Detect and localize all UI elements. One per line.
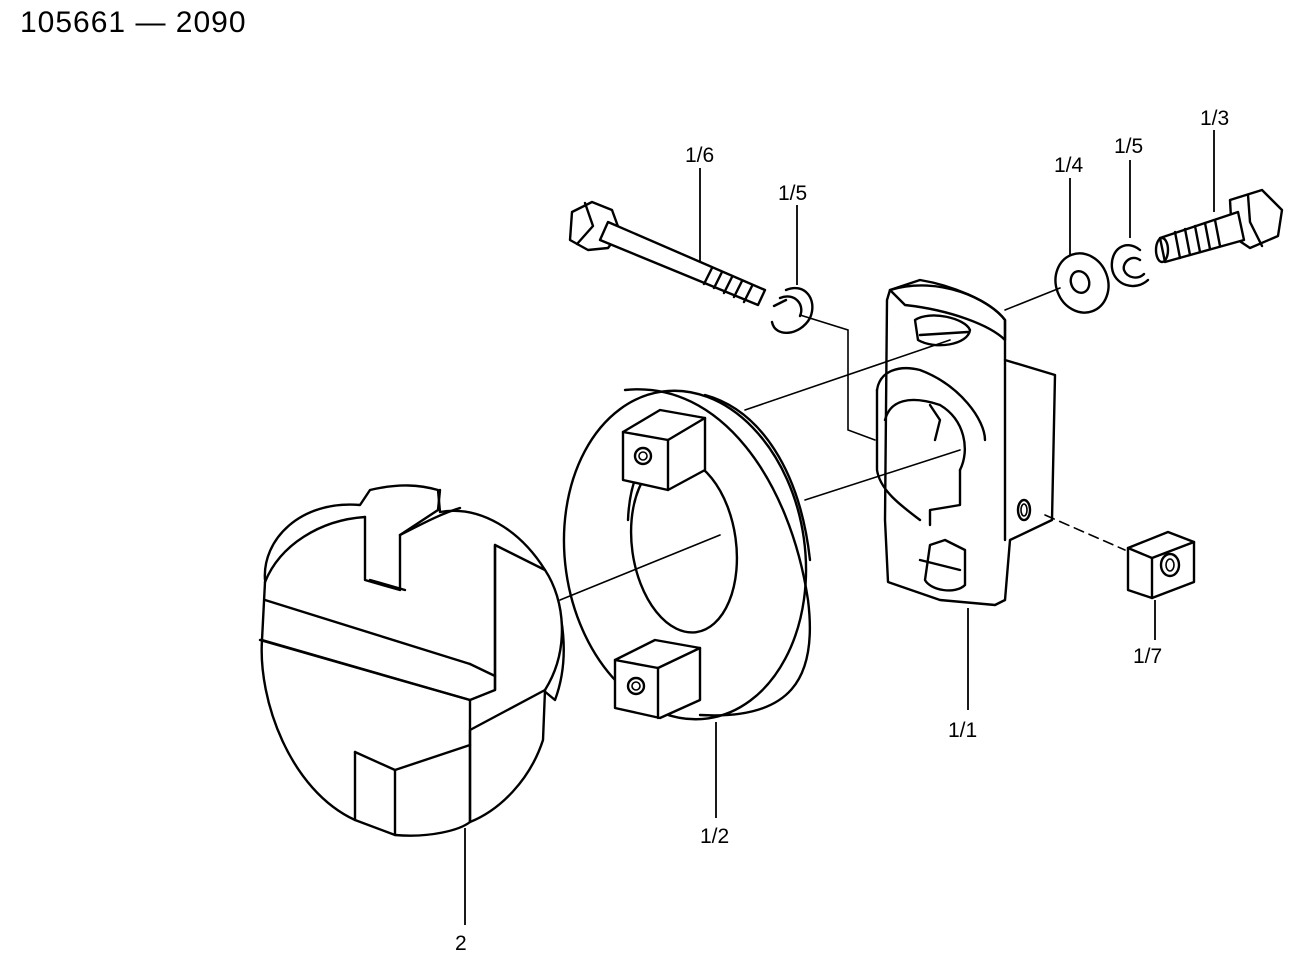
- leader-lines: [464, 130, 1215, 925]
- callout-1-4: 1/4: [1054, 154, 1084, 177]
- drawing-number: 105661 — 2090: [20, 6, 247, 39]
- callout-1-3: 1/3: [1200, 107, 1229, 130]
- part-1-3-short-bolt: [1154, 188, 1284, 264]
- callout-1-1: 1/1: [948, 719, 977, 742]
- part-1-6-long-bolt: [568, 200, 767, 307]
- assembly-centre-lines: [559, 287, 1126, 601]
- callout-1-5-right: 1/5: [1114, 135, 1143, 158]
- callout-1-2: 1/2: [700, 825, 729, 848]
- part-1-5-lock-washer-left: [770, 286, 814, 334]
- part-1-4-flat-washer: [1054, 252, 1110, 314]
- callout-1-5-left: 1/5: [778, 182, 807, 205]
- part-2-slotted-disc: [258, 484, 565, 837]
- part-1-7-square-nut: [1126, 530, 1196, 600]
- part-1-1-bracket: [875, 278, 1057, 607]
- callout-2: 2: [455, 932, 467, 955]
- part-1-5-lock-washer-right: [1110, 244, 1150, 288]
- callout-1-6: 1/6: [685, 144, 714, 167]
- part-1-2-ring-with-lugs: [562, 388, 812, 721]
- callout-labels: 2 1/2 1/1 1/7 1/6 1/5 1/4 1/5 1/3: [455, 107, 1229, 955]
- callout-1-7: 1/7: [1133, 645, 1162, 668]
